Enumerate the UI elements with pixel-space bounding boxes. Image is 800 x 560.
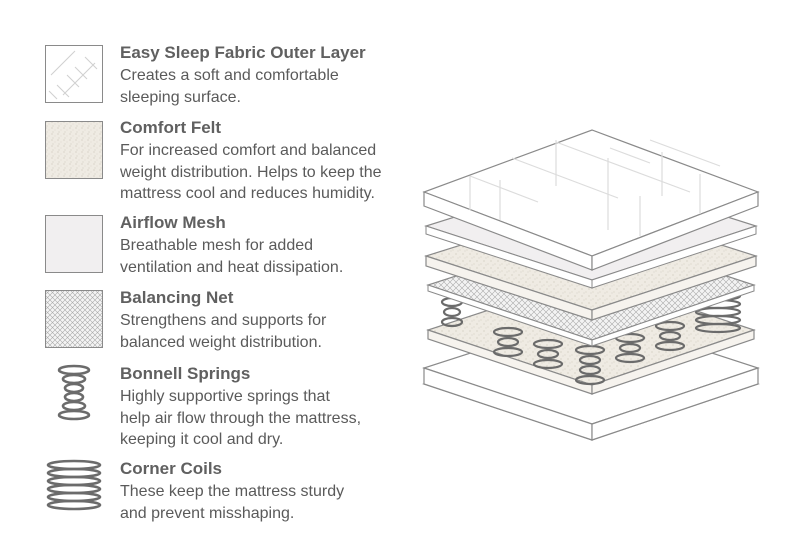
legend-title: Bonnell Springs bbox=[120, 364, 251, 383]
legend-title: Corner Coils bbox=[120, 459, 223, 478]
airflow-mesh-icon bbox=[45, 215, 103, 273]
corner-coil-icon bbox=[45, 459, 103, 517]
legend-title: Airflow Mesh bbox=[120, 213, 226, 232]
bonnell-spring-icon bbox=[45, 364, 103, 422]
balancing-net-icon bbox=[45, 290, 103, 348]
legend-title: Balancing Net bbox=[120, 288, 234, 307]
legend-title: Easy Sleep Fabric Outer Layer bbox=[120, 43, 366, 62]
fabric-outer-layer-icon bbox=[45, 45, 103, 103]
mattress-layers-diagram bbox=[410, 100, 780, 465]
comfort-felt-icon bbox=[45, 121, 103, 179]
fabric-outer-layer bbox=[422, 129, 760, 271]
legend-title: Comfort Felt bbox=[120, 118, 222, 137]
